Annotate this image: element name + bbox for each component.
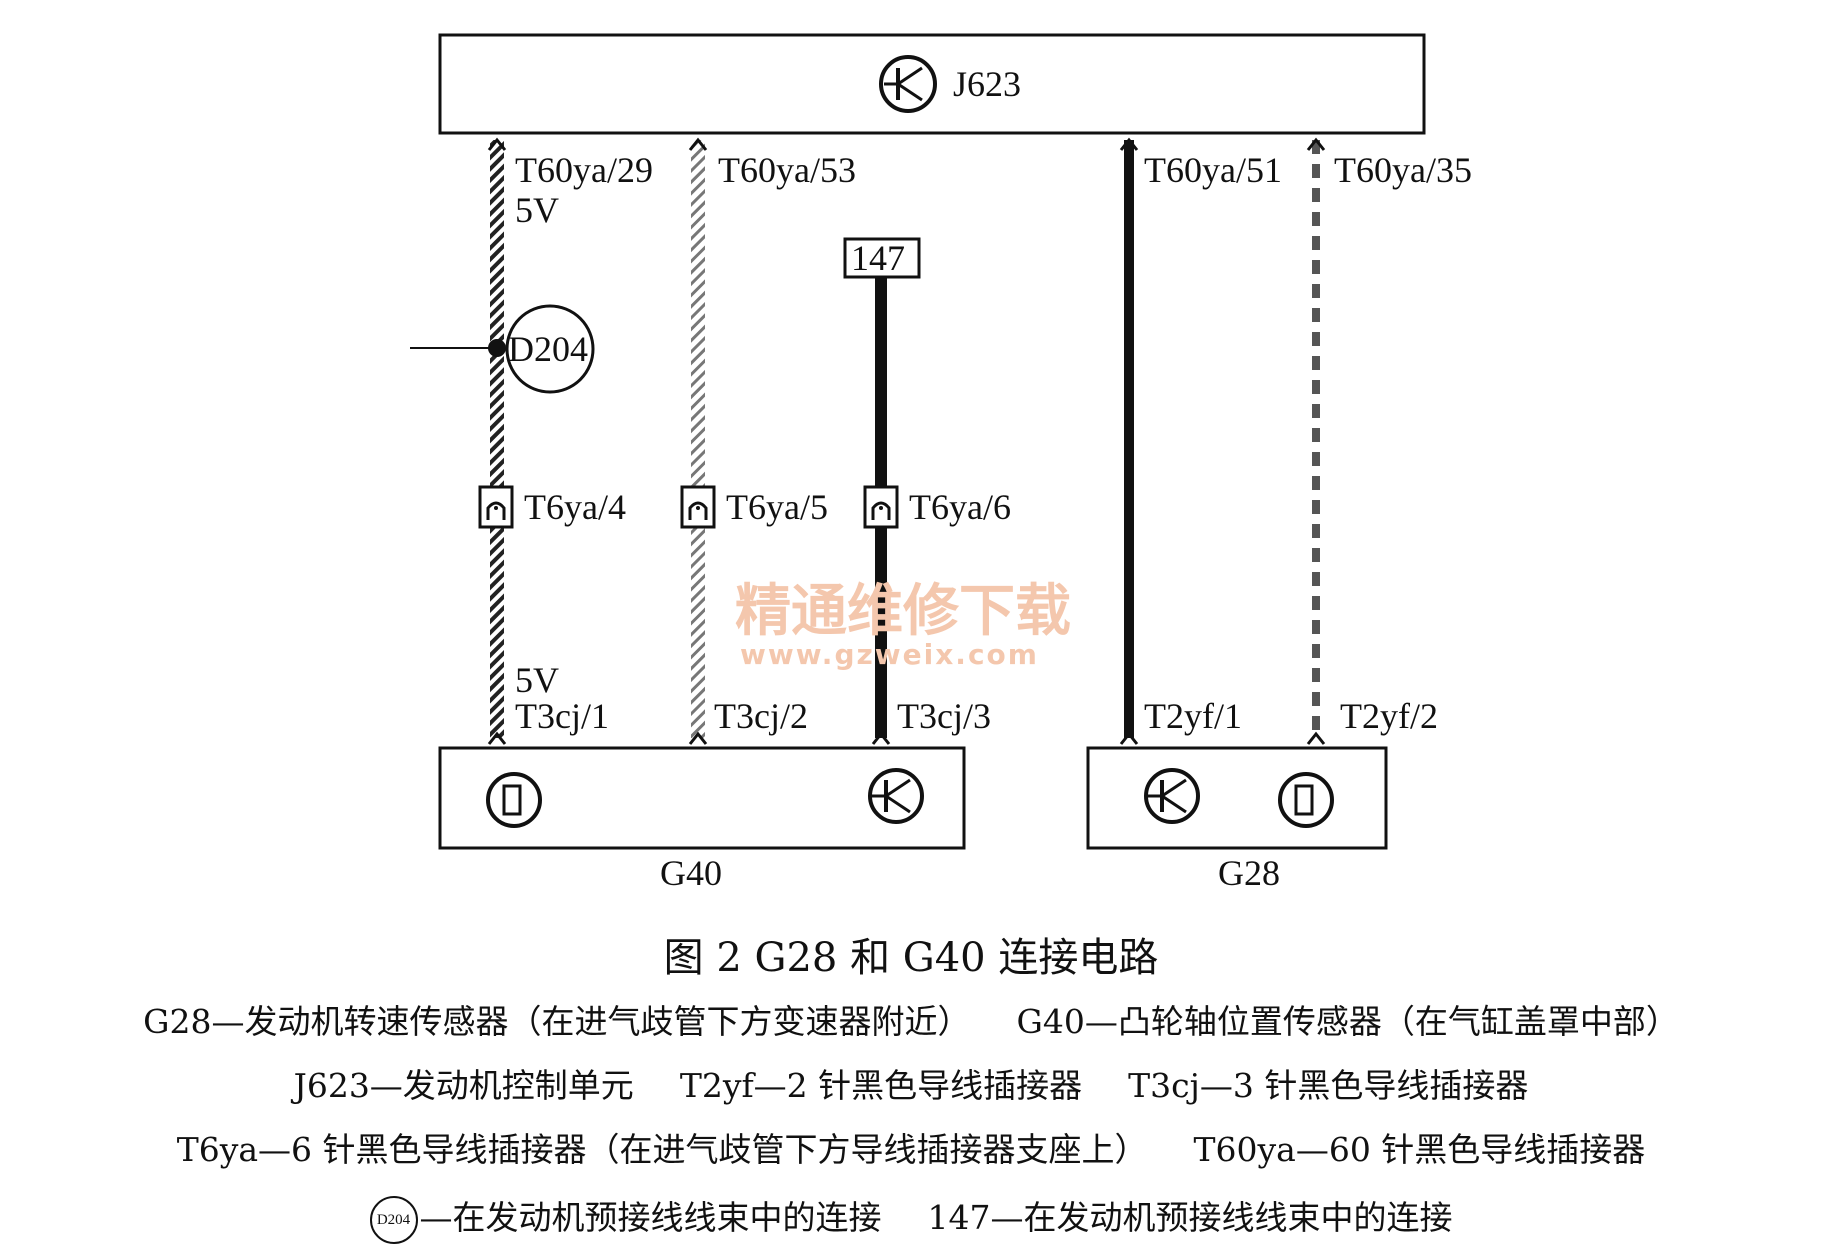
connector-147-box (843, 237, 921, 279)
legend-t3cj: T3cj—3 针黑色导线插接器 (1128, 1066, 1529, 1105)
pin-label-t2yf-2: T2yf/2 (1340, 696, 1438, 736)
g28-box (1086, 746, 1388, 850)
transistor-symbol-icon (1144, 768, 1200, 824)
pin-label-t3cj-1: T3cj/1 (515, 696, 609, 736)
d204-badge: D204 (369, 1196, 418, 1244)
figure-caption-text: 图 2 G28 和 G40 连接电路 (663, 935, 1159, 981)
pin-label-t60ya-53: T60ya/53 (718, 150, 856, 190)
pin-label-t60ya-51: T60ya/51 (1144, 150, 1282, 190)
legend-line-4: D204—在发动机预接线线束中的连接 147—在发动机预接线线束中的连接 (0, 1191, 1822, 1244)
pin-label-t6ya-4: T6ya/4 (524, 487, 626, 527)
circuit-diagram: J623 T60ya/29 5V T60ya/53 T60ya/51 T60ya… (410, 33, 1472, 893)
pin-label-t3cj-2: T3cj/2 (714, 696, 808, 736)
pin-label-t3cj-3: T3cj/3 (897, 696, 991, 736)
g28-label: G28 (1218, 853, 1280, 893)
pin-voltage-t60ya-29: 5V (515, 190, 559, 230)
pin-label-t60ya-29: T60ya/29 (515, 150, 653, 190)
legend-t2yf: T2yf—2 针黑色导线插接器 (679, 1066, 1083, 1105)
pin-label-t6ya-6: T6ya/6 (909, 487, 1011, 527)
d204-circle (505, 304, 595, 394)
transistor-symbol-icon (868, 768, 924, 824)
plug-connector-icon (863, 485, 899, 529)
legend-line-2: J623—发动机控制单元 T2yf—2 针黑色导线插接器 T3cj—3 针黑色导线插… (0, 1059, 1822, 1107)
wire-t60ya51-g28-pin1 (1124, 140, 1134, 738)
plug-connector-icon (680, 485, 716, 529)
connector-147-label: 147 (851, 238, 905, 278)
legend-line-3: T6ya—6 针黑色导线插接器（在进气歧管下方导线插接器支座上） T60ya—60… (0, 1123, 1822, 1171)
wire-t60ya29-g40-pin1 (490, 140, 504, 738)
legend-t60ya: T60ya—60 针黑色导线插接器 (1193, 1130, 1646, 1169)
plug-connector-icon (478, 485, 514, 529)
d204-label: D204 (508, 329, 588, 369)
wire-t60ya53-g40-pin2 (691, 140, 705, 738)
legend-147: 147—在发动机预接线线束中的连接 (927, 1198, 1453, 1237)
pin-label-t6ya-5: T6ya/5 (726, 487, 828, 527)
legend-g28: G28—发动机转速传感器（在进气歧管下方变速器附近） (143, 1002, 971, 1041)
legend-t6ya: T6ya—6 针黑色导线插接器（在进气歧管下方导线插接器支座上） (176, 1130, 1148, 1169)
d204-node (488, 339, 506, 357)
hall-sensor-icon (486, 772, 542, 828)
legend-line-1: G28—发动机转速传感器（在进气歧管下方变速器附近） G40—凸轮轴位置传感器（在… (0, 995, 1822, 1043)
top-pin-terminals (487, 137, 1326, 151)
legend-j623: J623—发动机控制单元 (293, 1066, 634, 1105)
bottom-pin-terminals (487, 731, 1326, 745)
legend-d204: —在发动机预接线线束中的连接 (419, 1198, 882, 1237)
hall-sensor-icon (1278, 772, 1334, 828)
pin-label-t2yf-1: T2yf/1 (1144, 696, 1242, 736)
pin-label-t60ya-35: T60ya/35 (1334, 150, 1472, 190)
watermark-title: 精通维修下载 (735, 579, 1071, 644)
g40-label: G40 (660, 853, 722, 893)
j623-transistor-icon (879, 55, 937, 113)
j623-label: J623 (953, 64, 1021, 104)
figure-caption: 图 2 G28 和 G40 连接电路 (0, 925, 1822, 983)
watermark-url: www.gzweix.com (740, 638, 1039, 671)
pin-voltage-t3cj-1: 5V (515, 660, 559, 700)
legend-g40: G40—凸轮轴位置传感器（在气缸盖罩中部） (1016, 1002, 1679, 1041)
